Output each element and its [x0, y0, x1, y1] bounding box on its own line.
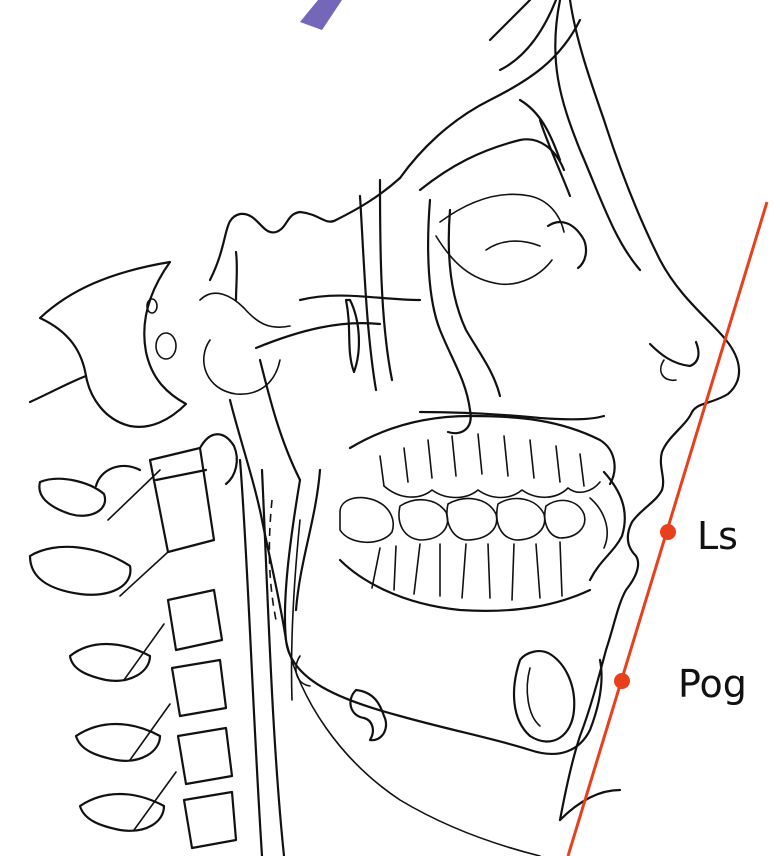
dentition: [340, 416, 625, 611]
cervical-spine: [30, 434, 284, 856]
occipital-outline: [30, 262, 186, 427]
header-remnant: [300, 0, 342, 30]
cranial-base: [200, 178, 400, 394]
landmark-ls-point: [660, 524, 676, 540]
orbit-and-frontal: [400, 0, 640, 284]
landmark-ls-label: Ls: [697, 514, 738, 558]
landmark-pog-point: [614, 673, 630, 689]
maxilla: [256, 180, 604, 433]
landmark-pog-label: Pog: [678, 662, 747, 706]
